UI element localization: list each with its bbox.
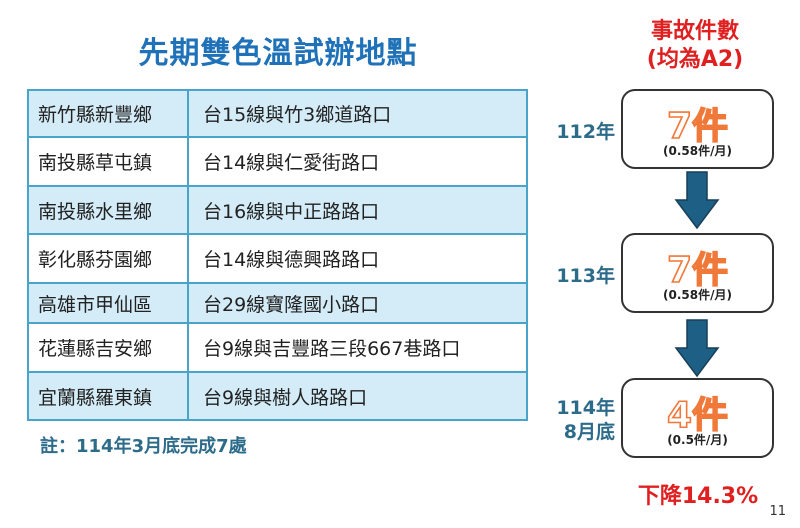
year-label-text: 114年 [556, 397, 615, 419]
accident-box-114: 4件 (0.5件/月) [621, 378, 774, 458]
county-cell: 南投縣草屯鎮 [28, 136, 189, 187]
accident-rate: (0.58件/月) [663, 288, 732, 302]
down-arrow-icon [674, 319, 720, 378]
intersection-cell: 台16線與中正路路口 [188, 185, 527, 235]
year-label-text: 112年 [556, 121, 615, 143]
county-cell: 宜蘭縣羅東鎮 [28, 371, 189, 421]
decrease-percentage: 下降14.3% [637, 484, 759, 509]
down-arrow-icon [674, 171, 720, 230]
accident-title-line1: 事故件數 [650, 19, 739, 44]
accident-count: 7件 [666, 105, 729, 148]
intersection-cell: 台9線與吉豐路三段667巷路口 [188, 322, 527, 373]
table-row: 高雄市甲仙區 台29線寶隆國小路口 [28, 282, 527, 324]
year-label-113: 113年 [545, 264, 615, 288]
year-label-114: 114年 8月底 [545, 396, 615, 444]
county-cell: 高雄市甲仙區 [28, 282, 189, 324]
completion-note: 註：114年3月底完成7處 [40, 436, 247, 457]
intersection-cell: 台14線與德興路路口 [188, 233, 527, 284]
county-cell: 南投縣水里鄉 [28, 185, 189, 235]
intersection-cell: 台15線與竹3鄉道路口 [188, 89, 527, 138]
intersection-cell: 台9線與樹人路路口 [188, 371, 527, 421]
table-row: 南投縣水里鄉 台16線與中正路路口 [28, 185, 527, 235]
accident-count: 7件 [666, 249, 729, 292]
accident-rate: (0.5件/月) [667, 433, 728, 447]
accident-box-113: 7件 (0.58件/月) [621, 233, 774, 313]
page-number: 11 [769, 504, 786, 519]
table-row: 彰化縣芬園鄉 台14線與德興路路口 [28, 233, 527, 284]
accident-title-line2: (均為A2) [646, 47, 744, 72]
accident-box-112: 7件 (0.58件/月) [621, 89, 774, 169]
accident-count: 4件 [666, 394, 729, 437]
table-row: 南投縣草屯鎮 台14線與仁愛街路口 [28, 136, 527, 187]
intersection-cell: 台14線與仁愛街路口 [188, 136, 527, 187]
intersection-cell: 台29線寶隆國小路口 [188, 282, 527, 324]
county-cell: 花蓮縣吉安鄉 [28, 322, 189, 373]
accident-count-title: 事故件數 (均為A2) [620, 18, 770, 74]
county-cell: 彰化縣芬園鄉 [28, 233, 189, 284]
county-cell: 新竹縣新豐鄉 [28, 89, 189, 138]
accident-rate: (0.58件/月) [663, 144, 732, 158]
year-label-112: 112年 [545, 120, 615, 144]
table-row: 新竹縣新豐鄉 台15線與竹3鄉道路口 [28, 89, 527, 138]
table-row: 花蓮縣吉安鄉 台9線與吉豐路三段667巷路口 [28, 322, 527, 373]
table-row: 宜蘭縣羅東鎮 台9線與樹人路路口 [28, 371, 527, 421]
year-label-subtext: 8月底 [563, 421, 615, 443]
pilot-sites-table: 新竹縣新豐鄉 台15線與竹3鄉道路口 南投縣草屯鎮 台14線與仁愛街路口 南投縣… [27, 89, 528, 421]
year-label-text: 113年 [556, 265, 615, 287]
page-title: 先期雙色溫試辦地點 [138, 36, 418, 71]
